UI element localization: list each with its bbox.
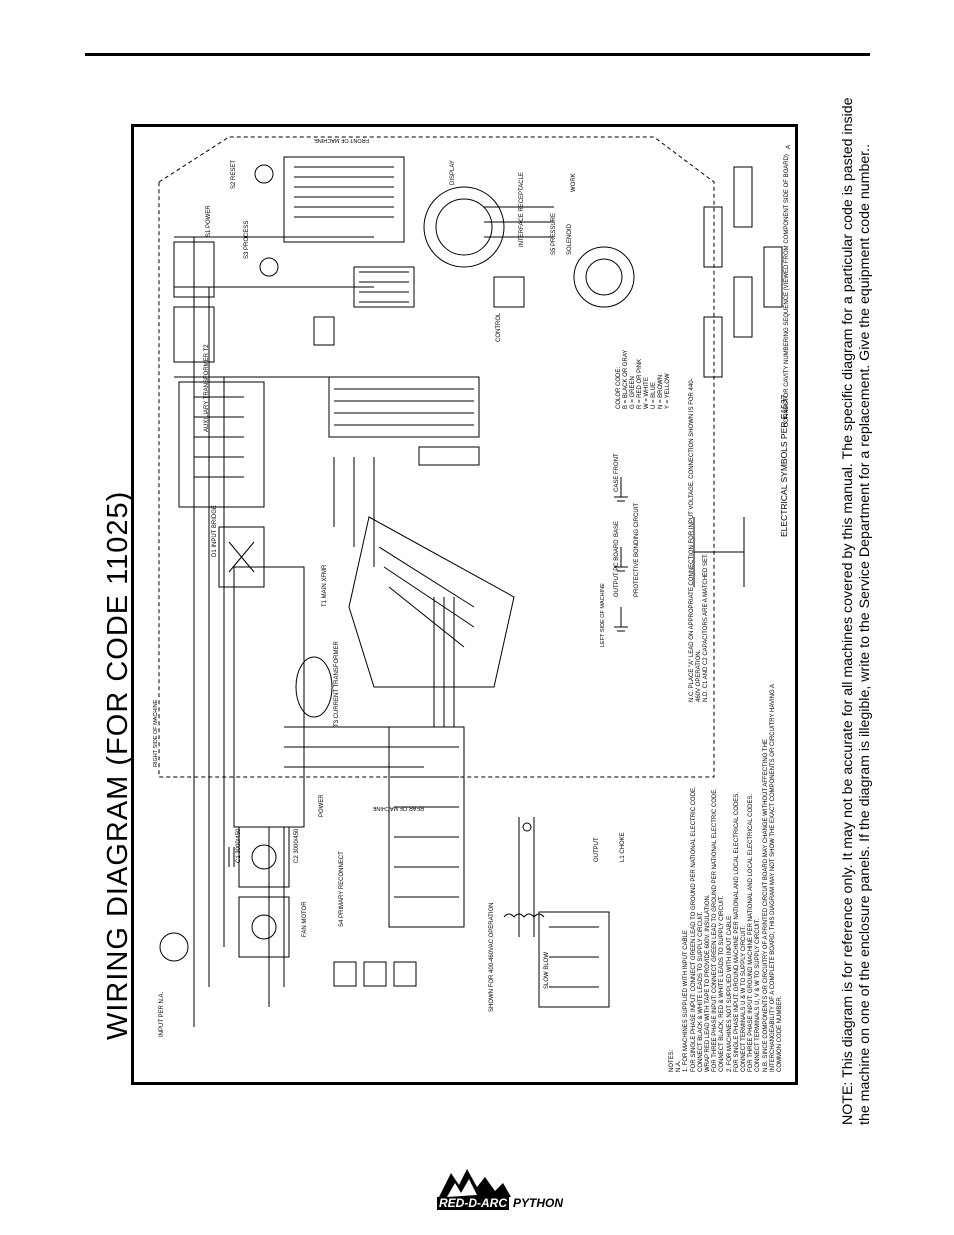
svg-text:FRONT OF MACHINE: FRONT OF MACHINE	[314, 137, 369, 143]
note-item: 1. FOR MACHINES SUPPLIED WITH INPUT CABL…	[683, 930, 690, 1072]
case-front-label: CASE FRONT	[614, 453, 620, 492]
notes-na: N.A.	[676, 1060, 683, 1072]
primary-reconnect-label: S4 PRIMARY RECONNECT	[339, 851, 345, 927]
footer-logo: RED-D-ARC PYTHON	[437, 1167, 585, 1212]
capacitor-c2-label: C2 3000/450	[294, 828, 300, 863]
flame-logo-icon	[439, 1169, 511, 1197]
notes-heading: NOTES:	[669, 1049, 675, 1072]
notes-nc-nd: N.C. PLACE "A" LEAD ON APPROPRIATE CONNE…	[689, 372, 711, 702]
note-item: FOR THREE PHASE INPUT: CONNECT GREEN LEA…	[712, 788, 719, 1072]
shown-for-label: SHOWN FOR 400-460VAC OPERATION	[489, 902, 495, 1012]
power-switch-label: S1 POWER	[206, 205, 212, 237]
note-item: WRAP RED LEAD WITH TAPE TO PROVIDE 600V.…	[705, 894, 712, 1073]
note-nd: N.D. C1 AND C2 CAPACITORS ARE A MATCHED …	[703, 553, 710, 702]
main-transformer-label: T1 MAIN XFMR	[322, 564, 328, 607]
svg-text:REAR OF MACHINE: REAR OF MACHINE	[372, 805, 424, 811]
color-code-item: Y = YELLOW	[665, 373, 671, 409]
note-nb: N.B. SINCE COMPONENTS OR CIRCUITRY OF A …	[762, 684, 784, 1072]
power-label: POWER	[319, 794, 325, 817]
aux-transformer-label: AUXILIARY TRANSFORMER T2	[204, 344, 210, 432]
process-switch-label: S3 PROCESS	[244, 220, 250, 259]
note-item: CONNECT TERMINALS U, V & W TO SUPPLY CIR…	[755, 918, 762, 1072]
note-item: CONNECT BLACK & WHITE LEADS TO SUPPLY CI…	[697, 911, 704, 1072]
pressure-switch-label: S5 PRESSURE	[551, 212, 557, 255]
color-code: COLOR CODE: B = BLACK OR GRAY G = GREEN …	[616, 350, 672, 409]
base-label: BASE	[614, 520, 620, 537]
note-item: FOR THREE PHASE INPUT: GROUND MACHINE PE…	[748, 793, 755, 1072]
bonding-circuit-label: PROTECTIVE BONDING CIRCUIT	[634, 502, 640, 597]
interface-receptacle-label: INTERFACE RECEPTACLE	[519, 172, 525, 247]
header-rule	[85, 53, 870, 56]
choke-label: L1 CHOKE	[620, 832, 626, 862]
color-code-item: R = RED OR PINK	[637, 358, 643, 409]
wiring-diagram: FRONT OF MACHINE REAR OF MACHINE RIGHT S…	[131, 124, 798, 1085]
wiring-diagram-artwork: FRONT OF MACHINE REAR OF MACHINE RIGHT S…	[153, 136, 783, 1027]
color-code-item: G = GREEN	[630, 376, 636, 409]
input-label: INPUT PER N.A.	[159, 991, 165, 1037]
note-line-1: NOTE: This diagram is for reference only…	[840, 97, 856, 1126]
pc-board-label: OUTPUT PC BOARD	[614, 539, 620, 597]
note-item: CONNECT TERMINALS U & W TO SUPPLY CIRCUI…	[741, 925, 748, 1072]
capacitor-c1-label: C1 3000/450	[236, 828, 242, 863]
revision-label: A	[786, 144, 792, 149]
connector-numbering-label: CONNECTOR CAVITY NUMBERING SEQUENCE (VIE…	[784, 154, 790, 427]
color-code-heading: COLOR CODE:	[616, 366, 622, 409]
note-item: CONNECT BLACK, RED & WHITE LEADS TO SUPP…	[719, 895, 726, 1072]
note-nc: N.C. PLACE "A" LEAD ON APPROPRIATE CONNE…	[689, 378, 703, 702]
electrical-symbols-label: ELECTRICAL SYMBOLS PER E1537	[779, 394, 789, 537]
fan-motor-label: FAN MOTOR	[302, 901, 308, 937]
output-label: OUTPUT	[594, 837, 600, 862]
note-item: FOR SINGLE PHASE INPUT: GROUND MACHINE P…	[733, 792, 740, 1072]
solenoid-label: SOLENOID	[567, 223, 573, 255]
display-label: DISPLAY	[450, 160, 456, 185]
slow-blow-label: SLOW BLOW	[544, 951, 550, 989]
control-label: CONTROL	[496, 312, 502, 342]
svg-text:LEFT SIDE OF MACHINE: LEFT SIDE OF MACHINE	[600, 583, 606, 647]
notes-block: NOTES: N.A. 1. FOR MACHINES SUPPLIED WIT…	[669, 672, 784, 1072]
note-item: 2. FOR MACHINES NOT SUPPLIED WITH INPUT …	[726, 915, 733, 1072]
color-code-item: N = BROWN	[658, 374, 664, 409]
product-name: PYTHON	[513, 1196, 564, 1210]
note-item: FOR SINGLE PHASE INPUT: CONNECT GREEN LE…	[690, 786, 697, 1072]
work-label: WORK	[571, 173, 577, 192]
input-bridge-label: D1 INPUT BRIDGE	[212, 505, 218, 557]
brand-name: RED-D-ARC	[437, 1196, 509, 1210]
note-line-2: the machine on one of the enclosure pane…	[857, 143, 873, 1125]
color-code-item: U = BLUE	[651, 382, 657, 409]
color-code-item: B = BLACK OR GRAY	[623, 349, 629, 409]
color-code-item: W = WHITE	[644, 377, 650, 409]
current-transformer-label: T3 CURRENT TRANSFORMER	[334, 641, 340, 727]
svg-text:RIGHT SIDE OF MACHINE: RIGHT SIDE OF MACHINE	[153, 699, 159, 767]
reset-switch-label: S2 RESET	[231, 159, 237, 189]
